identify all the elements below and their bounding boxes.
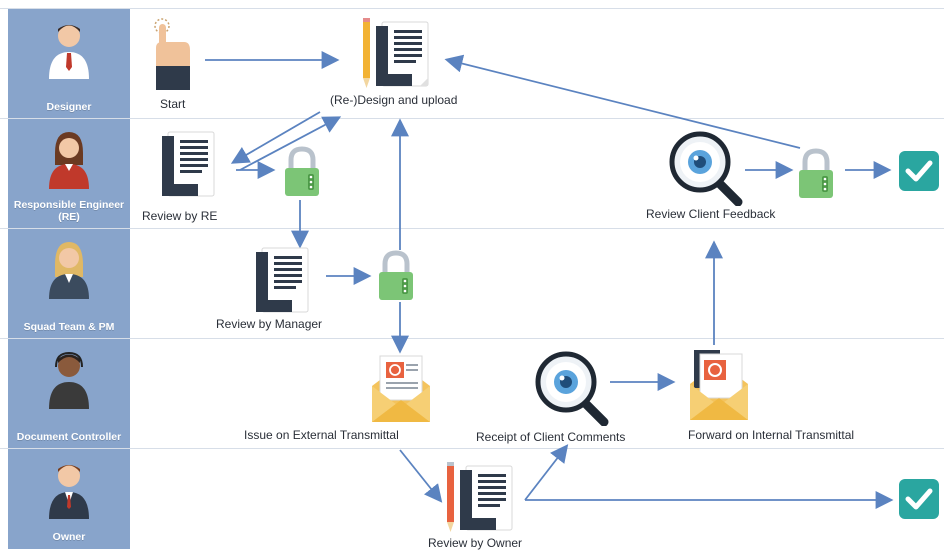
review-re-label: Review by RE xyxy=(142,209,218,223)
magnifier-icon xyxy=(669,131,743,206)
document-icon xyxy=(256,247,309,313)
checkmark-icon xyxy=(899,479,939,519)
hand-pointer-icon xyxy=(154,18,190,90)
review-client-feedback-label: Review Client Feedback xyxy=(646,207,776,221)
lane-doc-controller: Document Controller xyxy=(0,338,944,449)
arrow-feedback-to-design xyxy=(444,54,801,149)
lane-title: Squad Team & PM xyxy=(23,321,115,333)
lock-icon xyxy=(379,250,413,300)
female-blonde-avatar-icon xyxy=(49,242,89,299)
review-manager-label: Review by Manager xyxy=(216,317,323,331)
review-owner-label: Review by Owner xyxy=(428,536,523,550)
lock-icon xyxy=(285,146,319,196)
female-avatar-icon xyxy=(49,132,89,189)
lane-title: Document Controller xyxy=(16,431,122,443)
arrow-owner-to-receipt xyxy=(524,444,569,501)
male-tie-avatar-icon xyxy=(49,25,89,79)
lane-title: Responsible Engineer (RE) xyxy=(13,199,125,223)
issue-external-label: Issue on External Transmittal xyxy=(244,428,399,442)
lane-header-doc-controller: Document Controller xyxy=(8,339,130,449)
lane-re: Responsible Engineer (RE) xyxy=(0,118,944,229)
receipt-comments-label: Receipt of Client Comments xyxy=(476,430,626,444)
forward-internal-label: Forward on Internal Transmittal xyxy=(688,428,855,442)
lock-icon xyxy=(799,148,833,198)
lane-squad: Squad Team & PM xyxy=(0,228,944,339)
male-suit-avatar-icon xyxy=(49,465,89,519)
document-icon xyxy=(162,131,215,197)
male-headset-avatar-icon xyxy=(49,351,89,409)
lane-owner: Owner xyxy=(0,448,944,549)
lane-header-designer: Designer xyxy=(8,9,130,119)
envelope-icon xyxy=(372,355,430,422)
lane-header-squad: Squad Team & PM xyxy=(8,229,130,339)
lane-header-owner: Owner xyxy=(8,449,130,549)
magnifier-icon xyxy=(535,351,609,426)
lane-title: Designer xyxy=(46,101,92,113)
arrow-issue-to-owner xyxy=(399,449,443,503)
arrow-design-to-review-re xyxy=(230,111,321,164)
envelope-icon xyxy=(690,350,748,420)
start-label: Start xyxy=(160,97,186,111)
lane-header-re: Responsible Engineer (RE) xyxy=(8,119,130,229)
lane-designer: Designer xyxy=(0,8,944,119)
arrow-review-re-to-design xyxy=(239,116,342,171)
redesign-label: (Re-)Design and upload xyxy=(330,93,458,107)
lane-title: Owner xyxy=(52,531,86,543)
checkmark-icon xyxy=(899,151,939,191)
document-pencil-icon xyxy=(363,18,429,88)
document-pencil-icon xyxy=(447,462,513,532)
